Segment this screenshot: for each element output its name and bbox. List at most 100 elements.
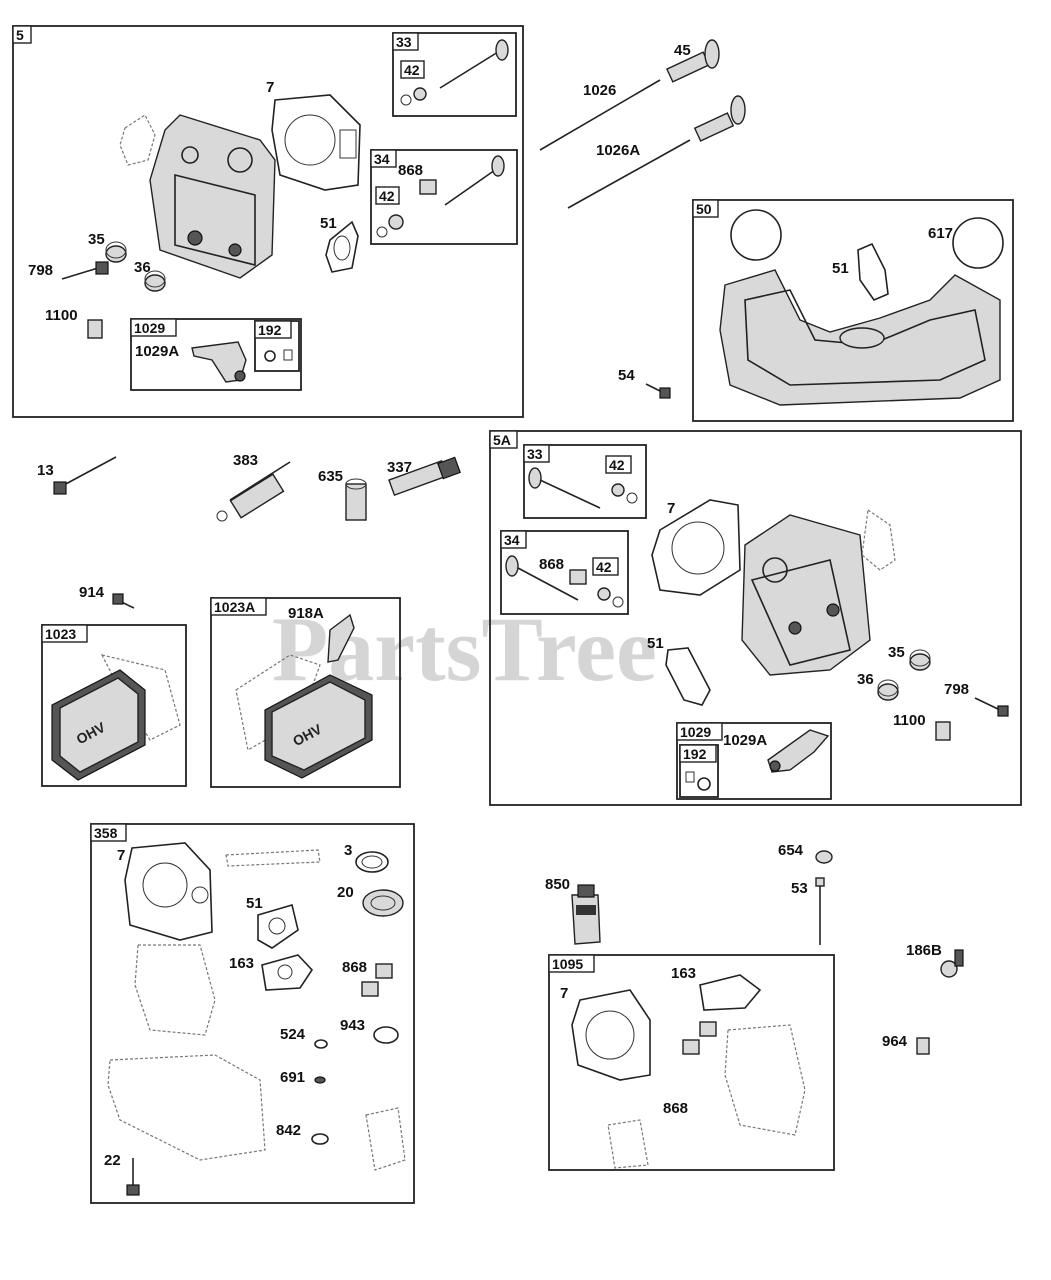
group-33-frame bbox=[392, 32, 517, 117]
group-34-tag: 34 bbox=[374, 151, 390, 167]
label-1029A-b: 1029A bbox=[723, 732, 767, 749]
group-1023-frame bbox=[41, 624, 187, 787]
label-868-d: 868 bbox=[663, 1100, 688, 1117]
oring-524-part bbox=[314, 1039, 328, 1049]
group-5-tag-box bbox=[12, 25, 32, 44]
group-34-tag-box-2 bbox=[500, 530, 527, 549]
group-358-frame bbox=[90, 823, 415, 1204]
group-1029-tag: 1029 bbox=[134, 320, 165, 336]
nut-654-part bbox=[815, 850, 833, 864]
group-42-tag-box-4 bbox=[592, 557, 619, 576]
label-51-c: 51 bbox=[647, 635, 664, 652]
group-1023A-tag: 1023A bbox=[214, 599, 255, 615]
label-868-c: 868 bbox=[342, 959, 367, 976]
spring-35-part bbox=[105, 241, 127, 263]
group-1095-tag: 1095 bbox=[552, 956, 583, 972]
label-691: 691 bbox=[280, 1069, 305, 1086]
label-1029A: 1029A bbox=[135, 343, 179, 360]
gasket-51-part bbox=[325, 220, 359, 273]
valve-33-part-2 bbox=[528, 467, 638, 509]
cylinder-head-part bbox=[119, 114, 276, 279]
breather-cover-part: OHV bbox=[235, 613, 373, 779]
label-186B: 186B bbox=[906, 942, 942, 959]
bolt-22-part bbox=[126, 1158, 140, 1196]
label-1100-b: 1100 bbox=[893, 712, 926, 729]
seal-868-part-2 bbox=[682, 1021, 717, 1055]
group-1029-frame bbox=[130, 318, 302, 391]
label-654: 654 bbox=[778, 842, 804, 859]
group-34-frame bbox=[370, 149, 518, 245]
rocker-arm-part bbox=[191, 341, 293, 383]
label-36: 36 bbox=[134, 259, 151, 276]
bolt-13-part bbox=[53, 456, 117, 495]
label-54: 54 bbox=[618, 367, 635, 384]
label-1100: 1100 bbox=[45, 307, 78, 324]
head-gasket-part-2 bbox=[651, 499, 741, 596]
label-1026A: 1026A bbox=[596, 142, 640, 159]
valve-45-part bbox=[665, 39, 720, 83]
spring-36-part bbox=[144, 270, 166, 292]
screw-54-part bbox=[645, 383, 671, 399]
label-617: 617 bbox=[928, 225, 953, 242]
oring-842-part bbox=[311, 1133, 329, 1145]
label-964: 964 bbox=[882, 1033, 908, 1050]
gasket-163-part-2 bbox=[699, 974, 762, 1011]
group-33-frame-2 bbox=[523, 444, 647, 519]
label-35-b: 35 bbox=[888, 644, 905, 661]
label-13: 13 bbox=[37, 462, 54, 479]
stud-53-part bbox=[815, 877, 825, 945]
group-33-tag: 33 bbox=[396, 34, 412, 50]
group-33-tag-2: 33 bbox=[527, 446, 543, 462]
seal-868-part bbox=[361, 963, 393, 997]
group-1023A-tag-box bbox=[210, 597, 267, 616]
label-798-b: 798 bbox=[944, 681, 969, 698]
gasket-small-part-2 bbox=[607, 1119, 649, 1169]
spring-36-part-2 bbox=[877, 679, 899, 701]
label-7-d: 7 bbox=[560, 985, 568, 1002]
group-5A-tag: 5A bbox=[493, 432, 511, 448]
dowel-964-part bbox=[916, 1037, 930, 1055]
label-868-b: 868 bbox=[539, 556, 564, 573]
bolt-798-part bbox=[61, 261, 109, 280]
oring-691-part bbox=[314, 1076, 326, 1084]
group-42-tag-box bbox=[400, 60, 425, 79]
sealant-850-part bbox=[571, 884, 601, 945]
valve-cover-part: OHV bbox=[51, 654, 181, 781]
screw-914-part bbox=[112, 593, 135, 609]
group-42-tag-4: 42 bbox=[596, 559, 612, 575]
group-5A-tag-box bbox=[489, 430, 518, 449]
group-1029-tag-box-2 bbox=[676, 722, 723, 741]
label-3: 3 bbox=[344, 842, 352, 859]
label-337: 337 bbox=[387, 459, 412, 476]
label-20: 20 bbox=[337, 884, 354, 901]
label-1026: 1026 bbox=[583, 82, 616, 99]
label-798: 798 bbox=[28, 262, 53, 279]
group-50-frame bbox=[692, 199, 1014, 422]
label-51-b: 51 bbox=[832, 260, 849, 277]
rocker-arm-part-2 bbox=[685, 729, 830, 791]
label-51: 51 bbox=[320, 215, 337, 232]
label-868: 868 bbox=[398, 162, 423, 179]
group-42-tag: 42 bbox=[404, 62, 420, 78]
label-163-b: 163 bbox=[671, 965, 696, 982]
label-7: 7 bbox=[266, 79, 274, 96]
cylinder-head-part-2 bbox=[741, 508, 896, 676]
label-850: 850 bbox=[545, 876, 570, 893]
label-45: 45 bbox=[674, 42, 691, 59]
guide-1100-part bbox=[87, 319, 103, 339]
gasket-cover-part bbox=[134, 944, 216, 1036]
gasket-163-part bbox=[261, 954, 314, 991]
group-358-tag-box bbox=[90, 823, 127, 842]
group-42-tag-3: 42 bbox=[609, 457, 625, 473]
seal-20-part bbox=[362, 889, 404, 917]
boot-635-part bbox=[345, 478, 367, 521]
fitting-186B-part bbox=[940, 949, 964, 978]
label-163: 163 bbox=[229, 955, 254, 972]
group-1023-tag-box bbox=[41, 624, 88, 643]
label-842: 842 bbox=[276, 1122, 301, 1139]
label-918A: 918A bbox=[288, 605, 324, 622]
group-1023A-frame bbox=[210, 597, 401, 788]
label-35: 35 bbox=[88, 231, 105, 248]
oring-943-part bbox=[373, 1026, 399, 1044]
group-192-tag-box-2 bbox=[679, 744, 717, 763]
